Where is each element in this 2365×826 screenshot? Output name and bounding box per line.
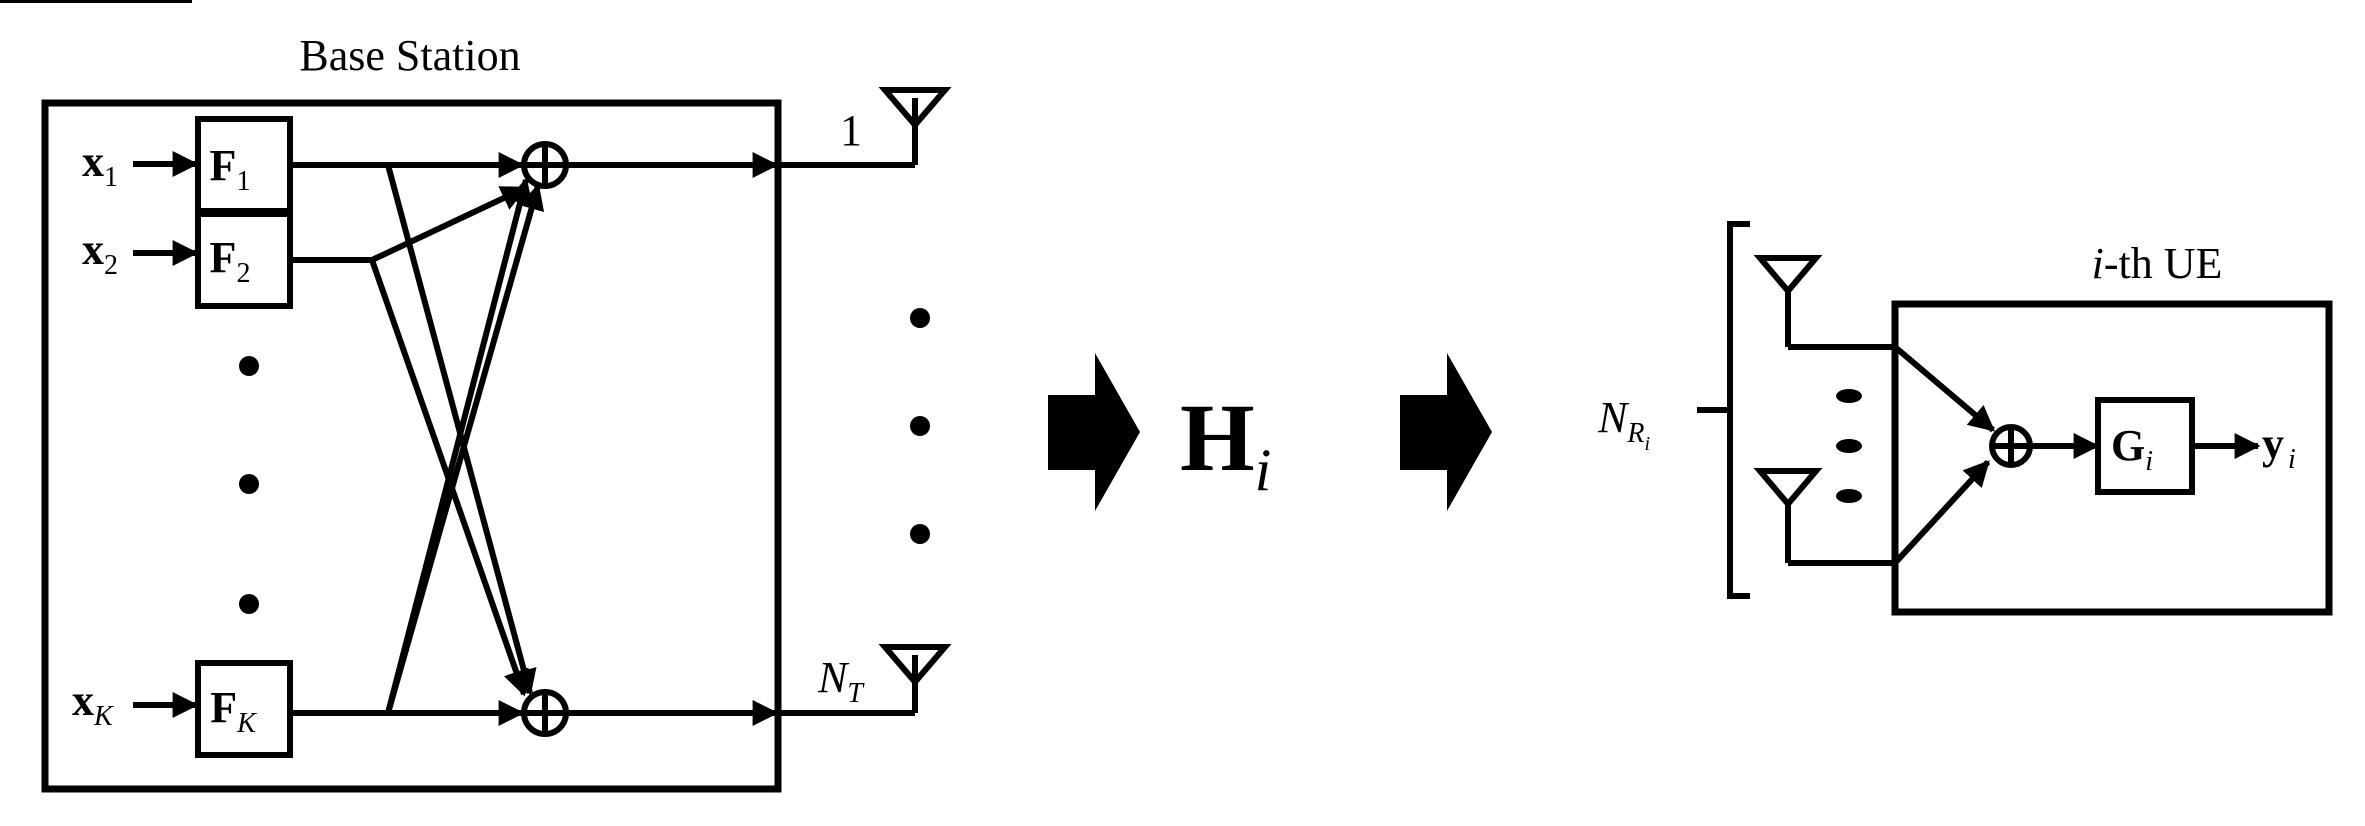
- signal-line: [370, 185, 528, 263]
- signal-line: [1892, 459, 1991, 566]
- signal-line: [1893, 344, 1995, 433]
- svg-text:F2: F2: [210, 233, 251, 289]
- antenna-icon: [1753, 255, 1823, 296]
- precoder-f1: F1: [195, 116, 293, 214]
- svg-text:FK: FK: [210, 683, 257, 739]
- ellipsis-dot: [910, 416, 930, 436]
- ellipsis-dot: [1836, 489, 1862, 503]
- decoder-g: Gi: [2095, 397, 2195, 495]
- base-station: Base Station x1 x2 xK F1 F2: [41, 31, 782, 793]
- summing-junction-ue: [1989, 424, 2033, 468]
- ellipsis-dot: [239, 594, 259, 614]
- svg-text:Gi: Gi: [2111, 421, 2153, 477]
- signal-line: [385, 177, 533, 714]
- ellipsis-dot: [239, 474, 259, 494]
- antenna-icon: [878, 87, 952, 130]
- receive-antenna-count-label: NRi: [1597, 393, 1650, 455]
- ellipsis-dot: [1836, 439, 1862, 453]
- channel-label: Hi: [1180, 384, 1271, 503]
- input-x1-label: x1: [82, 137, 118, 193]
- ue-title: i-th UE: [2092, 239, 2223, 288]
- ellipsis-dot: [910, 308, 930, 328]
- input-xK-label: xK: [72, 676, 114, 732]
- block-arrow-icon: [1400, 353, 1492, 511]
- summing-junction-NT: [521, 689, 569, 737]
- ellipsis-dot: [239, 356, 259, 376]
- user-equipment: NRi i-th UE Gi: [0, 0, 2333, 616]
- ellipsis-dot: [910, 524, 930, 544]
- ue-box: [1891, 300, 2333, 616]
- block-arrow-icon: [1048, 353, 1140, 511]
- precoder-fK: FK: [195, 660, 293, 758]
- antenna-icon: [878, 644, 952, 687]
- precoder-f2: F2: [195, 211, 293, 309]
- bracket: [1727, 221, 1750, 599]
- input-x2-label: x2: [82, 225, 118, 281]
- antenna-icon: [1753, 468, 1823, 509]
- antenna-NT-label: NT: [817, 653, 865, 709]
- ellipsis-dot: [1836, 389, 1862, 403]
- svg-text:F1: F1: [210, 141, 251, 197]
- summing-junction-1: [521, 141, 569, 189]
- transmit-antennas: 1 NT: [778, 87, 952, 716]
- base-station-box: [41, 99, 782, 793]
- base-station-title: Base Station: [299, 31, 520, 80]
- antenna-1-label: 1: [840, 106, 862, 155]
